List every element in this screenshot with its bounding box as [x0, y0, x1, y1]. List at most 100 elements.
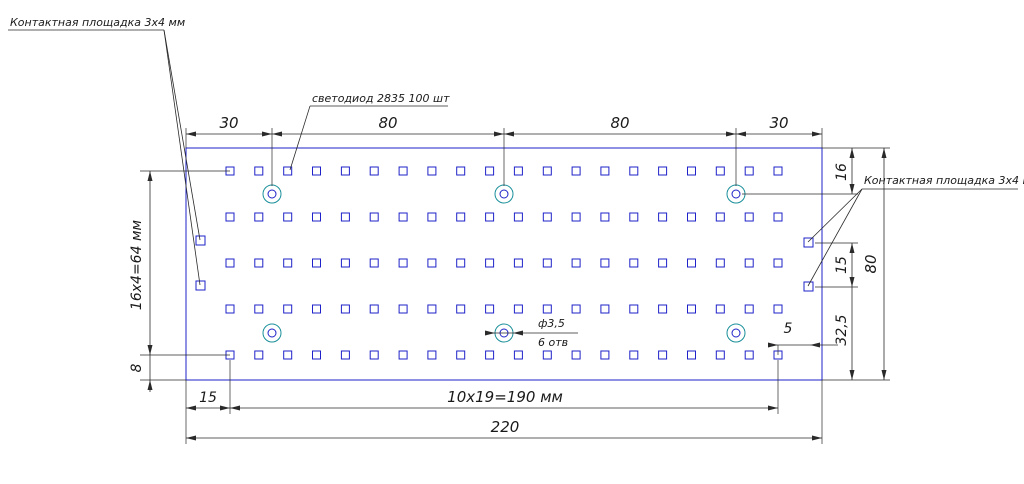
led-pad [629, 212, 639, 222]
led-pad [485, 166, 495, 176]
led-pad [687, 350, 696, 360]
callout-hole: ф3,5 6 отв [485, 317, 578, 349]
led-pad [369, 304, 379, 314]
led-pad [658, 304, 668, 314]
mounting-hole [726, 323, 746, 343]
led-pad [513, 212, 523, 222]
led-pad [254, 212, 264, 222]
dim-right-mid: 15 [834, 256, 850, 274]
dim-right-bottom: 32,5 [834, 314, 850, 345]
led-pad [312, 212, 321, 222]
led-pad [427, 166, 437, 176]
led-pad [715, 166, 725, 176]
callout-led-text: светодиод 2835 100 шт [312, 92, 450, 105]
led-pad [369, 258, 379, 268]
callout-hole-diameter: ф3,5 [538, 317, 565, 330]
dim-left-bottom: 8 [129, 363, 145, 372]
led-pad [600, 258, 610, 268]
dim-bottom-left: 15 [199, 390, 217, 406]
led-pad [254, 350, 264, 360]
led-pad [427, 212, 437, 222]
led-pad [600, 212, 610, 222]
led-pad [571, 166, 581, 176]
led-pad [629, 166, 639, 176]
led-pad [687, 212, 696, 222]
led-pad [542, 350, 552, 360]
led-pad [254, 258, 264, 268]
led-pad [773, 258, 783, 268]
led-pad [658, 258, 668, 268]
led-pad [629, 350, 639, 360]
led-pad [340, 350, 350, 360]
led-pad [283, 350, 293, 360]
mounting-hole [494, 184, 514, 204]
led-pad [369, 212, 379, 222]
led-pad [485, 212, 495, 222]
contact-pad-right-top [803, 237, 814, 248]
bottom-dimensions: 15 10х19=190 мм 220 [185, 360, 823, 444]
callout-contact-pad-right: Контактная площадка 3х4 мм [807, 174, 1024, 287]
led-pad [542, 166, 552, 176]
led-pad [658, 350, 668, 360]
led-pad [571, 350, 581, 360]
dim-top-left: 30 [219, 114, 238, 132]
led-pad [571, 304, 581, 314]
led-pad [485, 304, 495, 314]
dim-right-total: 80 [862, 254, 880, 273]
led-pad [744, 212, 754, 222]
led-pad [225, 212, 235, 222]
led-pad [283, 258, 293, 268]
led-pad [513, 304, 523, 314]
led-pad [456, 166, 466, 176]
led-pad [600, 166, 610, 176]
led-pad [312, 258, 321, 268]
led-pad [340, 212, 350, 222]
dim-right-pad-offset: 5 [784, 321, 793, 337]
led-pad [542, 212, 552, 222]
led-pad [312, 350, 321, 360]
led-pad [715, 212, 725, 222]
led-pad [658, 166, 668, 176]
led-pad [312, 304, 321, 314]
led-pad [398, 258, 408, 268]
callout-led: светодиод 2835 100 шт [289, 92, 450, 171]
led-pad [340, 304, 350, 314]
led-pad [715, 258, 725, 268]
led-pad [369, 350, 379, 360]
led-pad [225, 258, 235, 268]
led-pad [456, 304, 466, 314]
led-pad [398, 212, 408, 222]
led-pad [687, 258, 696, 268]
led-pad [715, 304, 725, 314]
led-pad [658, 212, 668, 222]
led-pad [456, 258, 466, 268]
contact-pad-left-top [195, 235, 206, 246]
led-pad [456, 212, 466, 222]
right-dimensions: 16 15 80 32,5 5 [742, 147, 890, 381]
led-pad [398, 350, 408, 360]
led-pad [687, 304, 696, 314]
mounting-hole [262, 323, 282, 343]
led-pad [629, 258, 639, 268]
led-pad [687, 166, 696, 176]
led-pad [398, 304, 408, 314]
callout-contact-pad-left: Контактная площадка 3х4 мм [8, 16, 201, 286]
left-dimensions: 16х4=64 мм 8 [129, 170, 230, 392]
callout-contact-pad-left-text: Контактная площадка 3х4 мм [10, 16, 185, 29]
led-pad [715, 350, 725, 360]
led-pad [629, 304, 639, 314]
led-pad [773, 166, 783, 176]
led-pad [773, 212, 783, 222]
led-pad [600, 304, 610, 314]
led-pad [744, 166, 754, 176]
contact-pads [195, 235, 814, 292]
dim-right-top: 16 [834, 163, 850, 181]
led-pad [225, 304, 235, 314]
led-pad [283, 304, 293, 314]
led-grid [225, 166, 783, 360]
led-pad [283, 166, 293, 176]
led-pad [542, 258, 552, 268]
contact-pad-left-bottom [195, 280, 206, 291]
dim-left-vertical: 16х4=64 мм [129, 219, 145, 310]
